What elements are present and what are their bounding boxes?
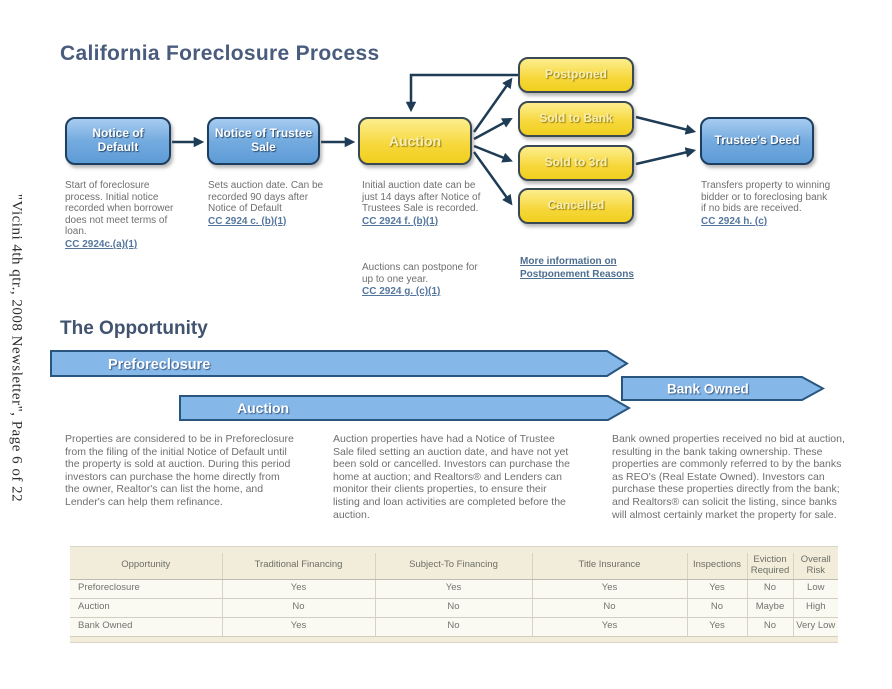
arrow-sold-bank-to-deed [635, 115, 697, 135]
arrow-auction-to-sold-3rd [473, 144, 513, 163]
more-information-postponement-link[interactable]: More information on Postponement Reasons [520, 256, 634, 280]
opportunity-comparison-table: Opportunity Traditional Financing Subjec… [70, 546, 838, 643]
flow-box-sold-to-bank: Sold to Bank [518, 101, 634, 137]
cell-opportunity: Auction [70, 598, 223, 618]
flow-box-auction: Auction [358, 117, 472, 165]
flow-box-postponed: Postponed [518, 57, 634, 93]
cell-eviction-required: No [746, 579, 794, 599]
table-row: Bank Owned Yes No Yes Yes No Very Low [70, 617, 838, 637]
header-opportunity: Opportunity [70, 553, 223, 580]
cell-inspections: Yes [686, 579, 748, 599]
arrow-auction-to-sold-bank [473, 117, 513, 141]
cell-subject-to-financing: No [374, 617, 533, 637]
bar-label-bank-owned: Bank Owned [667, 382, 749, 397]
cell-overall-risk: Low [792, 579, 838, 599]
arrow-auction-to-postponed [472, 77, 513, 133]
cell-title-insurance: Yes [531, 617, 688, 637]
cell-subject-to-financing: Yes [374, 579, 533, 599]
arrow-sold-3rd-to-deed [635, 147, 697, 166]
header-eviction-required: Eviction Required [746, 553, 794, 580]
timeline-bar-auction: Auction [179, 395, 631, 421]
flow-box-notice-of-trustee-sale: Notice of Trustee Sale [207, 117, 320, 165]
paragraph-preforeclosure: Properties are considered to be in Prefo… [65, 433, 294, 508]
note-auction-postpone: Auctions can postpone for up to one year… [362, 262, 484, 298]
table-row: Auction No No No No Maybe High [70, 598, 838, 618]
cell-inspections: No [686, 598, 748, 618]
cell-opportunity: Bank Owned [70, 617, 223, 637]
paragraph-auction: Auction properties have had a Notice of … [333, 433, 570, 521]
timeline-bar-bank-owned: Bank Owned [621, 376, 825, 401]
table-row: Preforeclosure Yes Yes Yes Yes No Low [70, 579, 838, 599]
cell-traditional-financing: No [221, 598, 376, 618]
note-text: Transfers property to winning bidder or … [701, 180, 831, 215]
paragraph-bank-owned: Bank owned properties received no bid at… [612, 433, 845, 521]
page-title: California Foreclosure Process [60, 42, 380, 65]
timeline-bar-preforeclosure: Preforeclosure [50, 350, 629, 377]
bar-label-auction: Auction [237, 400, 289, 416]
table-header-row: Opportunity Traditional Financing Subjec… [70, 553, 838, 580]
note-notice-of-trustee-sale: Sets auction date. Can be recorded 90 da… [208, 180, 332, 227]
cell-opportunity: Preforeclosure [70, 579, 223, 599]
cell-overall-risk: Very Low [792, 617, 838, 637]
flow-box-cancelled: Cancelled [518, 188, 634, 224]
header-overall-risk: Overall Risk [792, 553, 838, 580]
cc-2924f-b1-link[interactable]: CC 2924 f. (b)(1) [362, 215, 439, 227]
header-traditional-financing: Traditional Financing [221, 553, 376, 580]
cell-traditional-financing: Yes [221, 617, 376, 637]
bar-label-preforeclosure: Preforeclosure [108, 357, 210, 373]
header-subject-to-financing: Subject-To Financing [374, 553, 533, 580]
flow-box-trustees-deed: Trustee's Deed [700, 117, 814, 165]
note-auction-initial: Initial auction date can be just 14 days… [362, 180, 484, 227]
note-text: Sets auction date. Can be recorded 90 da… [208, 180, 324, 215]
cell-subject-to-financing: No [374, 598, 533, 618]
cc-2924h-c-link[interactable]: CC 2924 h. (c) [701, 215, 768, 227]
cc-2924g-c1-link[interactable]: CC 2924 g. (c)(1) [362, 286, 441, 298]
flow-box-notice-of-default: Notice of Default [65, 117, 171, 165]
page-citation: "Vicini 4th qtr., 2008 Newsletter", Page… [8, 193, 25, 503]
note-trustees-deed: Transfers property to winning bidder or … [701, 180, 833, 227]
cell-traditional-financing: Yes [221, 579, 376, 599]
cell-eviction-required: No [746, 617, 794, 637]
flow-box-sold-to-3rd: Sold to 3rd [518, 145, 634, 181]
cell-title-insurance: Yes [531, 579, 688, 599]
cell-inspections: Yes [686, 617, 748, 637]
header-title-insurance: Title Insurance [531, 553, 688, 580]
arrow-postponed-loop-to-auction [405, 73, 518, 113]
cc-2924c-b1-link[interactable]: CC 2924 c. (b)(1) [208, 215, 287, 227]
cell-overall-risk: High [792, 598, 838, 618]
note-text: Start of foreclosure process. Initial no… [65, 180, 174, 238]
cell-eviction-required: Maybe [746, 598, 794, 618]
opportunity-title: The Opportunity [60, 318, 208, 339]
note-notice-of-default: Start of foreclosure process. Initial no… [65, 180, 180, 251]
header-inspections: Inspections [686, 553, 748, 580]
note-text: Initial auction date can be just 14 days… [362, 180, 481, 215]
note-text: Auctions can postpone for up to one year… [362, 262, 478, 285]
cell-title-insurance: No [531, 598, 688, 618]
cc-2924c-a1-link[interactable]: CC 2924c.(a)(1) [65, 238, 138, 250]
